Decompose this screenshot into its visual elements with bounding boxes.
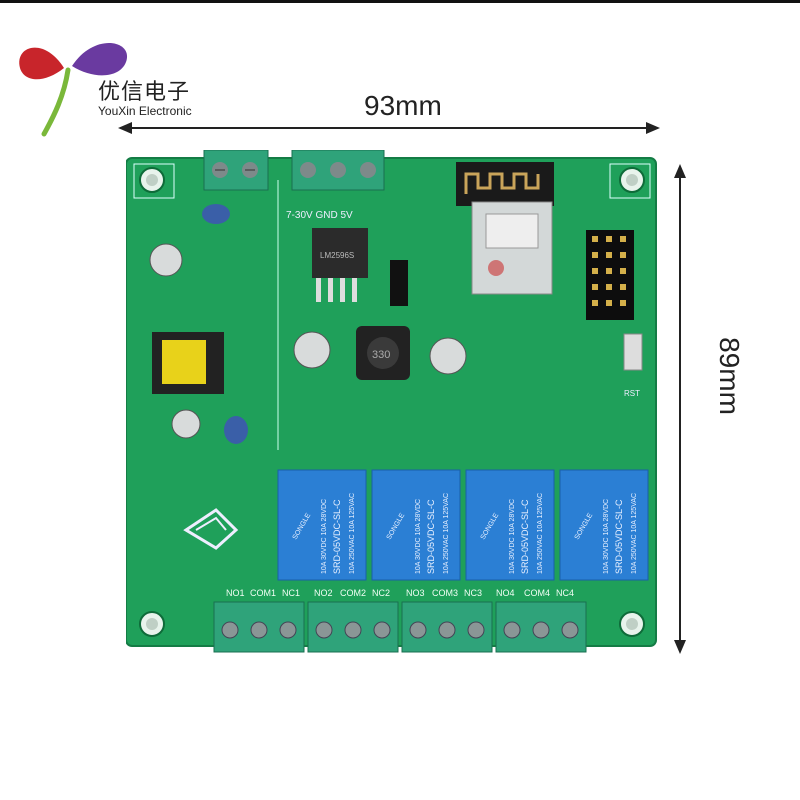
power-input-terminal-3pin bbox=[291, 150, 385, 191]
svg-text:LM2596S: LM2596S bbox=[320, 251, 354, 260]
svg-text:NO1: NO1 bbox=[226, 588, 245, 598]
relay-1 bbox=[277, 469, 367, 581]
svg-text:SRD-05VDC-SL-C: SRD-05VDC-SL-C bbox=[520, 499, 530, 574]
svg-text:10A 30VDC 10A 28VDC: 10A 30VDC 10A 28VDC bbox=[415, 499, 422, 574]
svg-text:10A 250VAC 10A 125VAC: 10A 250VAC 10A 125VAC bbox=[443, 493, 450, 574]
brand-name-en: YouXin Electronic bbox=[98, 104, 192, 118]
svg-text:NC3: NC3 bbox=[464, 588, 482, 598]
svg-text:NC2: NC2 bbox=[372, 588, 390, 598]
brand-name-cn: 优信电子 bbox=[98, 80, 191, 105]
svg-text:10A 250VAC 10A 125VAC: 10A 250VAC 10A 125VAC bbox=[631, 493, 638, 574]
svg-text:COM1: COM1 bbox=[250, 588, 276, 598]
svg-text:SRD-05VDC-SL-C: SRD-05VDC-SL-C bbox=[332, 499, 342, 574]
svg-text:SRD-05VDC-SL-C: SRD-05VDC-SL-C bbox=[614, 499, 624, 574]
svg-text:10A 250VAC 10A 125VAC: 10A 250VAC 10A 125VAC bbox=[349, 493, 356, 574]
svg-text:NO4: NO4 bbox=[496, 588, 515, 598]
relay-board-photo: 7-30V GND 5V LM2596S 330 RST SRD-05 bbox=[126, 150, 657, 653]
top-border-line bbox=[0, 0, 800, 3]
relay-4 bbox=[559, 469, 649, 581]
power-input-terminal-2pin bbox=[203, 150, 269, 191]
svg-text:SRD-05VDC-SL-C: SRD-05VDC-SL-C bbox=[426, 499, 436, 574]
relay-group bbox=[277, 469, 649, 581]
svg-text:NC4: NC4 bbox=[556, 588, 574, 598]
svg-text:NO2: NO2 bbox=[314, 588, 333, 598]
width-dimension-label: 93mm bbox=[364, 90, 442, 121]
svg-text:330: 330 bbox=[372, 349, 390, 361]
svg-text:10A 30VDC 10A 28VDC: 10A 30VDC 10A 28VDC bbox=[509, 499, 516, 574]
width-dimension-arrow bbox=[118, 122, 660, 134]
height-dimension-arrow bbox=[674, 164, 686, 654]
height-dimension-label: 89mm bbox=[713, 337, 745, 415]
svg-text:NO3: NO3 bbox=[406, 588, 425, 598]
svg-text:COM2: COM2 bbox=[340, 588, 366, 598]
svg-text:COM4: COM4 bbox=[524, 588, 550, 598]
svg-text:10A 30VDC 10A 28VDC: 10A 30VDC 10A 28VDC bbox=[321, 499, 328, 574]
relay-2 bbox=[371, 469, 461, 581]
svg-text:10A 250VAC 10A 125VAC: 10A 250VAC 10A 125VAC bbox=[537, 493, 544, 574]
svg-text:COM3: COM3 bbox=[432, 588, 458, 598]
youxin-logo-icon bbox=[19, 42, 128, 137]
svg-text:7-30V GND 5V: 7-30V GND 5V bbox=[286, 210, 353, 221]
relay-3 bbox=[465, 469, 555, 581]
svg-text:RST: RST bbox=[624, 389, 640, 398]
svg-text:NC1: NC1 bbox=[282, 588, 300, 598]
svg-text:10A 30VDC 10A 28VDC: 10A 30VDC 10A 28VDC bbox=[603, 499, 610, 574]
